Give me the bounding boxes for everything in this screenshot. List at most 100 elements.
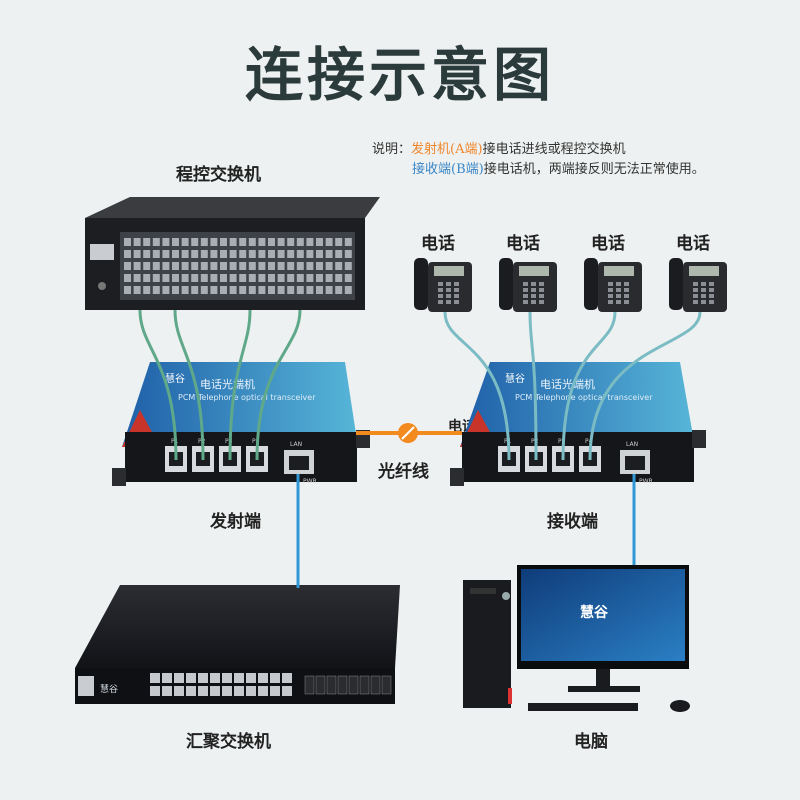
pbx-port [143,250,151,258]
keypad-key [608,288,613,292]
cables [138,309,702,588]
pbx-port [306,274,314,282]
pbx-port [181,250,189,258]
pbx-port [124,238,131,246]
pbx-port [296,286,304,294]
pbx-port [133,274,141,282]
handset-icon [669,258,683,310]
receiver-model-en: PCM Telephone optical transceiver [515,393,653,402]
pbx-port [220,250,227,258]
pbx-port [162,274,170,282]
keypad-key [438,294,443,298]
pbx-port [210,250,218,258]
pbx-port [181,262,189,270]
pbx-port [325,238,333,246]
switch-port [150,673,160,683]
pbx-port [239,274,247,282]
keypad-key [709,294,714,298]
telephone-2 [499,258,557,312]
phone-display [434,266,464,276]
keypad-key [531,294,536,298]
pbx-port [162,250,170,258]
pbx-port [191,274,199,282]
pbx-port [277,274,285,282]
pbx-port [143,238,151,246]
pbx-port [239,250,247,258]
pbx-port [200,250,208,258]
pbx-port [306,238,314,246]
pbx-port [268,238,275,246]
receiver-model-cn: 电话光端机 [540,377,595,391]
transmitter-pwr-label: PWR [303,478,317,485]
switch-port [282,686,292,696]
note-transmitter-desc: 接电话进线或程控交换机 [482,142,626,157]
pbx-port [287,238,295,246]
telephone-4 [669,258,727,312]
telephone-1 [414,258,472,312]
handset-icon [414,258,428,310]
switch-port [162,686,172,696]
keypad-key [616,282,621,286]
pbx-port [152,250,160,258]
pbx-port [344,274,352,282]
pbx-port [124,262,131,270]
pbx-port [287,286,295,294]
pbx-port [239,286,247,294]
keypad-key [616,294,621,298]
phone-label-3: 电话 [591,234,625,254]
note-prefix: 说明： [372,142,412,157]
pbx-port [200,262,208,270]
keypad-key [701,294,706,298]
aggregation-switch: 慧谷 [75,585,400,704]
switch-port [150,686,160,696]
transmitter-label: 发射端 [210,512,261,532]
pbx-port [172,274,179,282]
pbx-port [200,286,208,294]
keypad-key [693,288,698,292]
transmitter-device: 电话光端机 PCM Telephone optical transceiver … [112,362,370,486]
pbx-port [124,250,131,258]
transmitter-lan-label: LAN [290,441,302,448]
switch-sfp-port [315,675,326,695]
switch-port [222,686,232,696]
transmitter-model-cn: 电话光端机 [200,377,255,391]
pbx-port [172,250,179,258]
keypad-key [608,282,613,286]
switch-brand: 慧谷 [100,683,118,695]
phone-label-1: 电话 [421,234,455,254]
pbx-port [268,262,275,270]
pbx-port [248,286,256,294]
pbx-port [133,250,141,258]
keypad-key [523,294,528,298]
pbx-port [306,262,314,270]
pbx-port [220,286,227,294]
pbx-port [239,238,247,246]
pbx-port [210,274,218,282]
switch-port [234,673,244,683]
phone-to-receiver-cable-2 [528,311,538,461]
pbx-port [306,250,314,258]
phone-label-4: 电话 [676,234,710,254]
receiver-pwr-label: PWR [639,478,653,485]
handset-icon [499,258,513,310]
port-label: P4 [585,438,593,445]
keypad-key [624,288,629,292]
keypad-key [608,300,613,304]
phone-label-2: 电话 [506,234,540,254]
pbx-port [316,286,323,294]
telephones [414,258,727,312]
switch-port [186,686,196,696]
pbx-port [335,274,343,282]
pbx-port [248,262,256,270]
switch-port [258,673,268,683]
port-label: P4 [252,438,260,445]
pbx-port [172,238,179,246]
pbx-port [181,286,189,294]
receiver-device: 电话光端机 PCM Telephone optical transceiver … [450,362,706,486]
keypad-key [438,282,443,286]
pbx-port [325,262,333,270]
fiber-label: 光纤线 [378,462,429,482]
pbx-port [172,262,179,270]
phone-to-receiver-cable-1 [443,311,511,461]
switch-port [198,673,208,683]
